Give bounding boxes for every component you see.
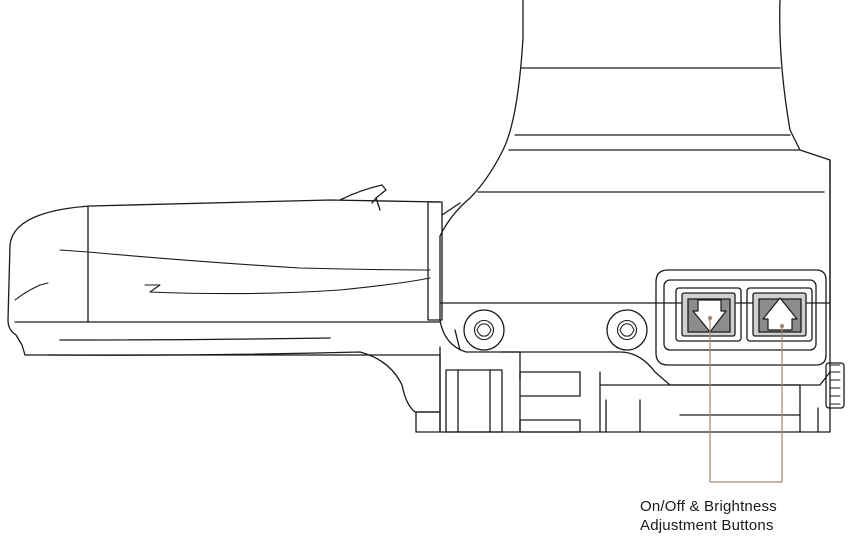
button-panel <box>655 269 827 366</box>
torx-screw-icon <box>463 309 505 351</box>
lower-arm <box>47 337 441 413</box>
rear-body <box>7 184 461 356</box>
optic-housing <box>439 0 831 386</box>
callout-label-line-2: Adjustment Buttons <box>640 517 774 534</box>
button-callout-label: On/Off & Brightness Adjustment Buttons <box>640 497 840 535</box>
torx-screw-icon <box>606 309 648 351</box>
up-arrow-button-icon <box>762 297 798 331</box>
callout-label-line-1: On/Off & Brightness <box>640 498 777 515</box>
up-button[interactable] <box>746 287 813 342</box>
down-button[interactable] <box>675 287 742 342</box>
callout-leader <box>707 315 785 483</box>
rail-mount <box>415 346 845 433</box>
